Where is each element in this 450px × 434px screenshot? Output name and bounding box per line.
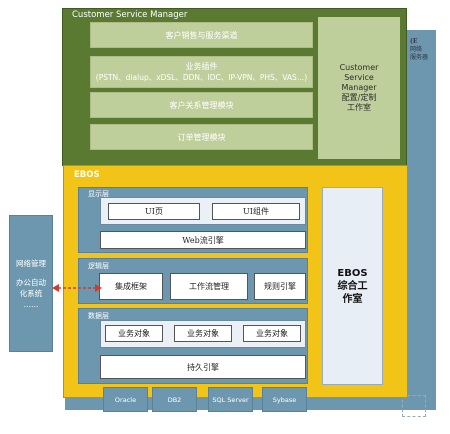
csm-studio-line: Manager [341,83,377,92]
left-panel-line: 化系统 [19,288,43,298]
csm-title: Customer Service Manager [72,10,188,20]
display-layer-label: 显示层 [88,190,109,198]
csm-studio-line: Customer [339,63,379,72]
ebos-studio-line: 作室 [342,293,363,305]
integration-framework-box: 集成框架 [99,273,163,300]
ebos-studio-box: EBOS 综合工 作室 [322,187,383,385]
db-db2: DB2 [152,387,197,412]
left-panel-line: 办公自动 [16,277,46,287]
web-flow-engine-box: Web流引擎 [100,231,306,249]
left-panel-line: 网络管理 [16,258,46,268]
top-right-line: (E [410,38,418,45]
network-oa-panel: 网络管理 办公自动 化系统 …… [9,215,53,352]
sales-service-channel-box: 客户销售与服务渠道 [90,22,313,48]
db-sybase: Sybase [262,387,307,412]
left-panel-line: …… [23,299,39,309]
top-right-line: 网络 [410,46,423,53]
persistence-engine-box: 持久引擎 [100,355,306,379]
csm-studio-line: Service [344,73,374,82]
plugin-list: (PSTN、dialup、xDSL、DDN、IDC、IP-VPN、PHS、VAS… [95,73,308,82]
ui-page-box: UI页 [108,203,200,220]
db-oracle: Oracle [103,387,148,412]
bidirectional-arrow-icon [52,284,102,292]
ebos-title: EBOS [74,170,100,180]
db-sql-server: SQL Server [208,387,253,412]
csm-studio-line: 配置/定制 [341,93,377,102]
top-right-line: 服务器 [410,54,429,61]
business-object-box: 业务对象 [243,325,301,342]
crm-module-box: 客户关系管理模块 [90,92,313,118]
business-object-box: 业务对象 [174,325,232,342]
dotted-outline [402,395,426,417]
csm-studio-box: Customer Service Manager 配置/定制 工作室 [318,17,400,159]
order-module-box: 订单管理模块 [90,124,313,150]
logic-layer-label: 逻辑层 [88,262,109,270]
csm-studio-line: 工作室 [347,103,371,112]
plugin-title: 业务插件 [185,62,218,71]
ebos-studio-line: EBOS [337,267,368,279]
top-right-label: (E 网络 服务器 [410,38,450,62]
workflow-management-box: 工作流管理 [170,273,248,300]
ebos-studio-line: 综合工 [337,280,368,292]
rules-engine-box: 规则引擎 [254,273,306,300]
business-object-box: 业务对象 [105,325,163,342]
business-plugin-box: 业务插件 (PSTN、dialup、xDSL、DDN、IDC、IP-VPN、PH… [90,56,313,88]
ui-component-box: UI组件 [212,203,300,220]
data-layer-label: 数据层 [88,312,109,320]
